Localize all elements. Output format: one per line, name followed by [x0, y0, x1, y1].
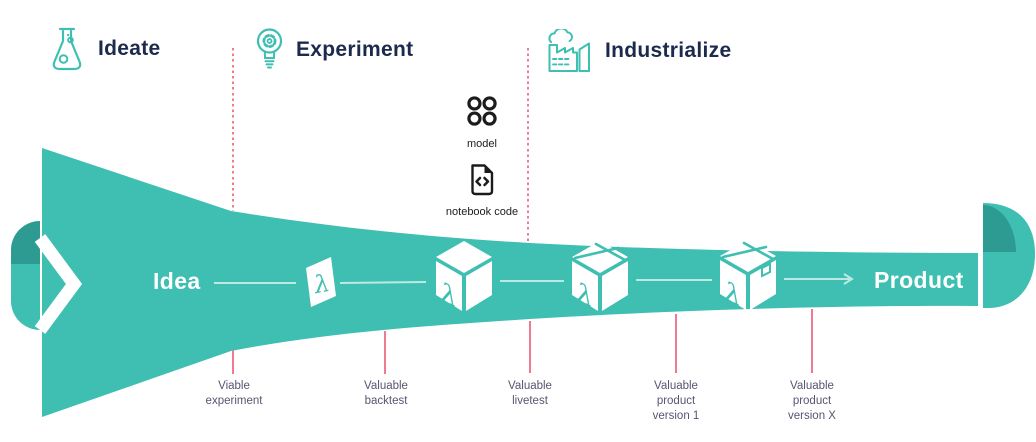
phase-industrialize: Industrialize [546, 29, 731, 73]
milestone-tick-2 [384, 331, 386, 374]
lambda-glyph: λ [724, 275, 741, 314]
artifact-notebook-code: notebook code [437, 163, 527, 218]
notebook-code-label: notebook code [445, 206, 519, 218]
lambda-glyph: λ [576, 276, 593, 315]
lambda-glyph: λ [311, 269, 332, 299]
phase-ideate-label: Ideate [98, 37, 161, 60]
milestone-tick-1 [232, 350, 234, 374]
package-box-icon-3: λ [720, 240, 776, 314]
left-curl-bottom [11, 264, 40, 330]
flask-icon [52, 27, 82, 71]
bulb-gear-icon [256, 28, 283, 69]
milestone-label-valuable-livetest: Valuable livetest [508, 380, 552, 407]
milestone-tick-4 [675, 314, 677, 373]
connector-lines [214, 273, 854, 285]
milestone-tick-5 [811, 309, 813, 373]
phase-ideate: Ideate [49, 26, 161, 72]
notebook-code-icon [471, 164, 494, 196]
funnel-end-label: Product [874, 267, 964, 293]
phase-industrialize-label: Industrialize [605, 39, 732, 62]
lambda-glyph: λ [440, 276, 457, 315]
box-label-sticker [761, 262, 771, 278]
phase-separator-experiment-industrialize [527, 48, 529, 243]
right-curl-inner [983, 205, 1016, 252]
model-rings-icon [467, 96, 497, 126]
milestone-label-valuable-backtest: Valuable backtest [364, 380, 408, 407]
phase-experiment: Experiment [256, 27, 413, 73]
package-box-icon-2: λ [572, 241, 628, 315]
arrow-to-product-icon [784, 273, 854, 285]
milestone-label-valuable-product-v1: Valuable product version 1 [652, 380, 700, 422]
phase-experiment-label: Experiment [296, 38, 414, 61]
milestone-label-viable-experiment: Viable experiment [205, 380, 263, 407]
factory-icon [548, 29, 590, 72]
funnel-body [42, 148, 978, 417]
left-curl-top [11, 221, 40, 264]
funnel-start-label: Idea [153, 268, 201, 294]
artifact-model: model [444, 94, 520, 150]
milestone-tick-3 [529, 321, 531, 373]
phase-separator-ideate-experiment [232, 48, 234, 211]
lambda-sheet-icon: λ [306, 257, 336, 307]
model-label: model [467, 138, 497, 150]
milestone-label-valuable-product-vx: Valuable product version X [788, 380, 836, 422]
package-cube-icon-1: λ [436, 241, 492, 315]
chevron-arrow-icon [34, 234, 83, 334]
